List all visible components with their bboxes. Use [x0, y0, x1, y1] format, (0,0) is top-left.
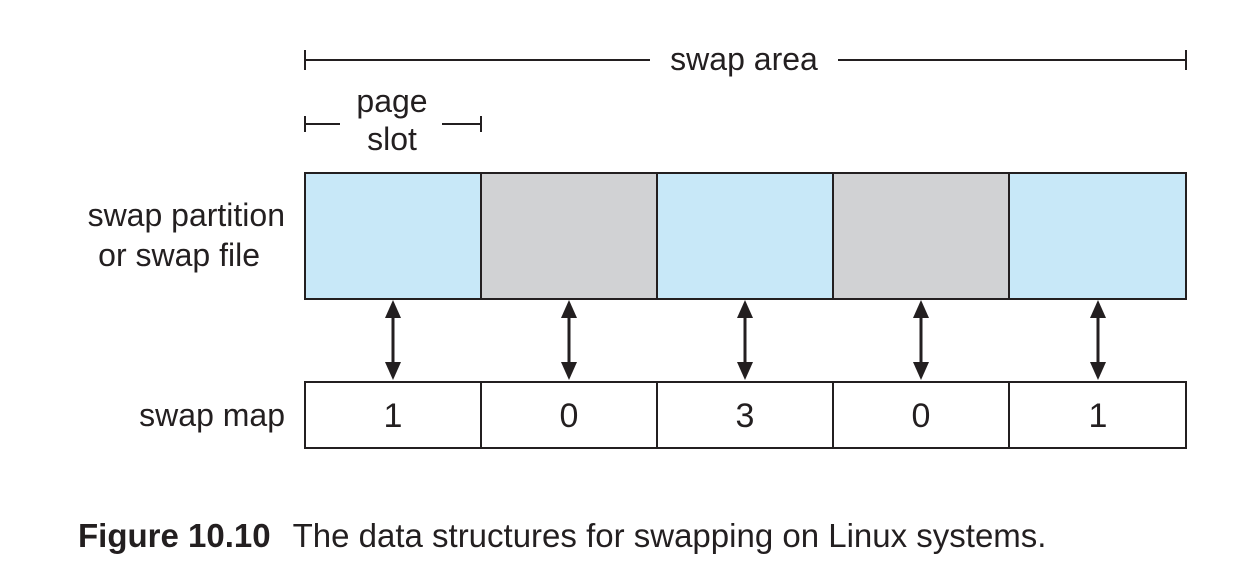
slot-map-arrows — [385, 300, 1106, 380]
page-slot — [1008, 172, 1187, 300]
swap-map-cell — [656, 381, 834, 449]
swap-partition — [304, 172, 1187, 300]
swap-map-value: 0 — [912, 397, 931, 435]
double-arrow — [561, 300, 577, 380]
page-slot-label-line1: page — [356, 83, 427, 119]
swap-map-cell — [480, 381, 658, 449]
double-arrow — [737, 300, 753, 380]
double-arrow — [913, 300, 929, 380]
swap-map: 1 0 3 0 1 — [304, 381, 1187, 449]
swap-area-label: swap area — [670, 41, 818, 77]
swap-partition-label-line2: or swap file — [98, 237, 260, 273]
swap-map-cell — [832, 381, 1010, 449]
figure-caption-text: The data structures for swapping on Linu… — [292, 517, 1047, 554]
page-slot — [480, 172, 658, 300]
swap-map-value: 1 — [384, 397, 403, 435]
double-arrow — [385, 300, 401, 380]
swap-partition-label-line1: swap partition — [88, 197, 285, 233]
swap-map-value: 0 — [560, 397, 579, 435]
page-slot — [656, 172, 834, 300]
swap-map-value: 1 — [1089, 397, 1108, 435]
figure-number: Figure 10.10 — [78, 517, 271, 554]
page-slot — [304, 172, 482, 300]
swap-map-value: 3 — [736, 397, 755, 435]
page-slot-dimension: page slot — [304, 83, 482, 157]
page-slot — [832, 172, 1010, 300]
swap-map-label: swap map — [139, 397, 285, 433]
swap-area-dimension: swap area — [304, 41, 1187, 77]
figure-caption: Figure 10.10 The data structures for swap… — [78, 516, 1046, 556]
page-slot-label-line2: slot — [367, 121, 417, 157]
swap-map-cell — [1008, 381, 1187, 449]
double-arrow — [1090, 300, 1106, 380]
